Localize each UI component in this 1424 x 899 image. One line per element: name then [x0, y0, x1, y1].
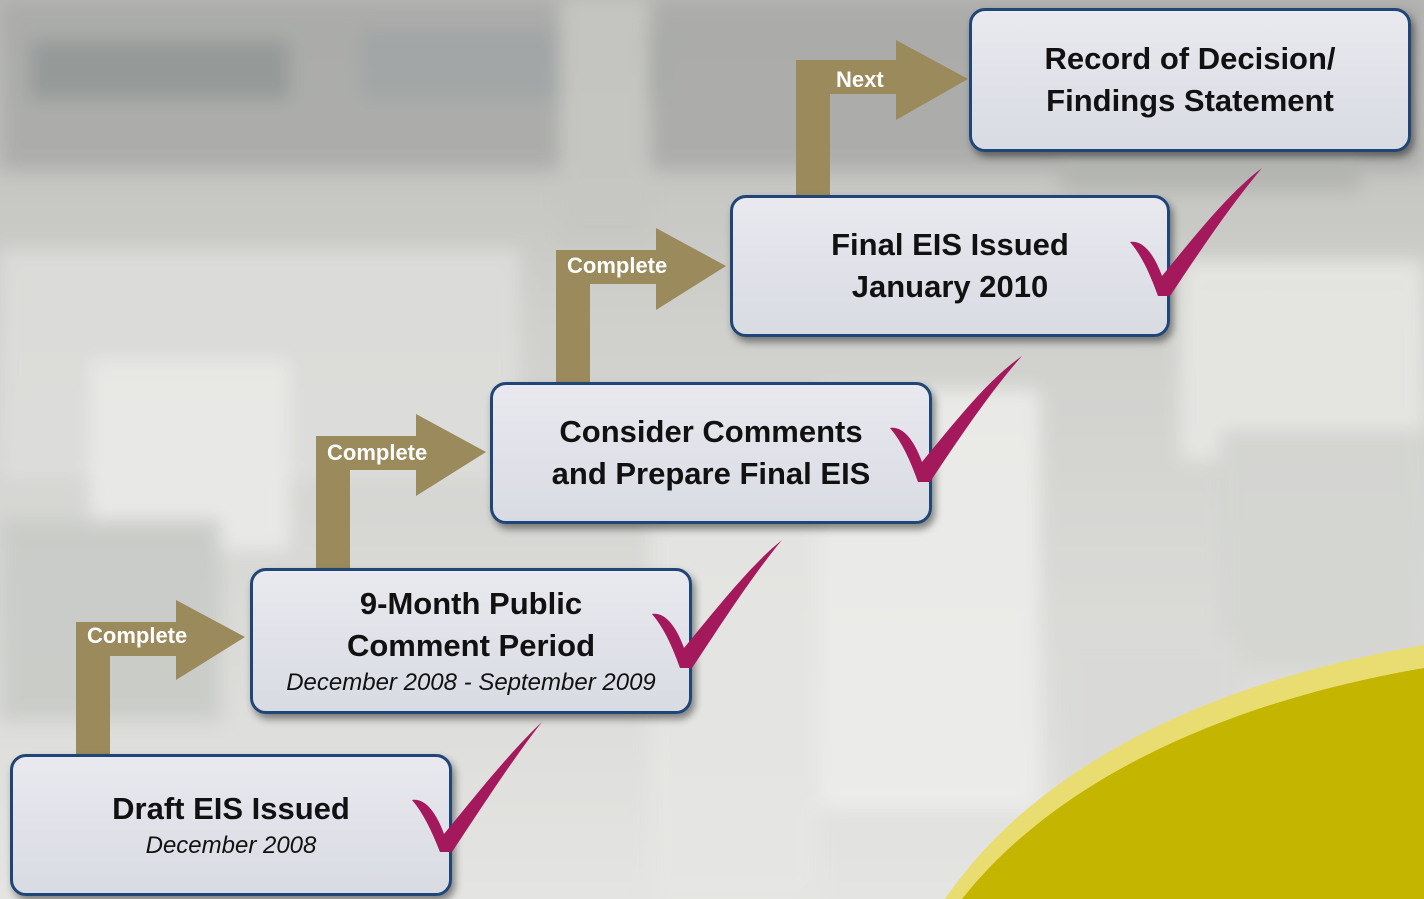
step-title-line2: and Prepare Final EIS — [551, 456, 871, 491]
connector-arrow-2 — [316, 414, 486, 571]
check-icon — [890, 356, 1022, 482]
step-title: Draft EIS Issued — [112, 791, 350, 826]
step-record-of-decision: Record of Decision/ Findings Statement — [969, 8, 1411, 152]
check-icon — [412, 722, 542, 852]
check-icon — [1130, 168, 1262, 296]
step-consider-comments: Consider Comments and Prepare Final EIS — [490, 382, 932, 524]
step-title-line1: Consider Comments — [559, 414, 863, 449]
connector-label-1: Complete — [87, 623, 188, 648]
step-title-line1: 9-Month Public — [359, 586, 583, 621]
step-draft-eis: Draft EIS Issued December 2008 — [10, 754, 452, 896]
step-title-line2: Comment Period — [346, 628, 596, 663]
connector-arrow-1 — [76, 600, 245, 757]
connector-label-2: Complete — [327, 440, 428, 465]
check-icon — [652, 540, 782, 668]
connector-label-3: Complete — [567, 253, 668, 278]
step-title-line1: Record of Decision/ — [1044, 41, 1336, 76]
step-title-line2: January 2010 — [851, 269, 1049, 304]
connector-label-4: Next — [836, 67, 884, 92]
step-public-comment: 9-Month Public Comment Period December 2… — [250, 568, 692, 714]
connector-arrow-3 — [556, 228, 726, 385]
step-title-line1: Final EIS Issued — [831, 227, 1069, 262]
step-date: December 2008 - September 2009 — [286, 669, 656, 696]
accent-swoosh — [962, 668, 1424, 899]
step-date: December 2008 — [145, 832, 317, 859]
connector-arrow-4 — [796, 40, 968, 195]
step-title-line2: Findings Statement — [1046, 83, 1334, 118]
step-final-eis: Final EIS Issued January 2010 — [730, 195, 1170, 337]
